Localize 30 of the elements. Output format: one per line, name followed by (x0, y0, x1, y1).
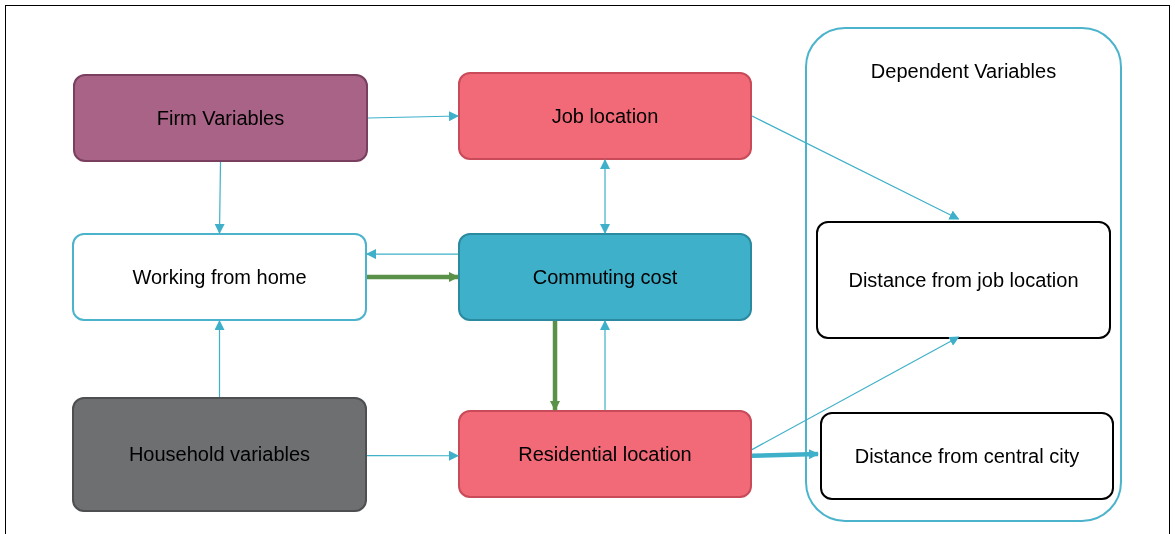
node-label: Dependent Variables (870, 59, 1057, 84)
process-box (72, 397, 367, 512)
process-box (458, 233, 752, 321)
node-label: Distance from central city (854, 443, 1080, 469)
arrow (751, 336, 960, 451)
process-box (72, 233, 367, 321)
output-box (820, 412, 1114, 500)
output-box (816, 221, 1111, 339)
arrow (600, 159, 610, 234)
arrow (214, 161, 225, 234)
process-box (458, 410, 752, 498)
arrow (550, 321, 560, 411)
arrow (366, 450, 459, 461)
process-box (73, 74, 368, 162)
arrow (367, 272, 459, 282)
process-box (458, 72, 752, 160)
node-label: Household variables (128, 442, 311, 467)
node-label: Distance from job location (848, 267, 1079, 293)
arrow (366, 249, 459, 260)
node-label: Residential location (518, 441, 692, 467)
arrow (367, 111, 459, 122)
arrow (214, 320, 225, 398)
arrow (751, 449, 819, 460)
node-label: Job location (551, 103, 659, 129)
node-label: Commuting cost (532, 264, 678, 290)
node-label: Firm Variables (156, 105, 285, 131)
group-container (805, 27, 1122, 522)
arrow (751, 115, 960, 220)
arrow (600, 320, 610, 411)
node-label: Working from home (132, 264, 307, 290)
